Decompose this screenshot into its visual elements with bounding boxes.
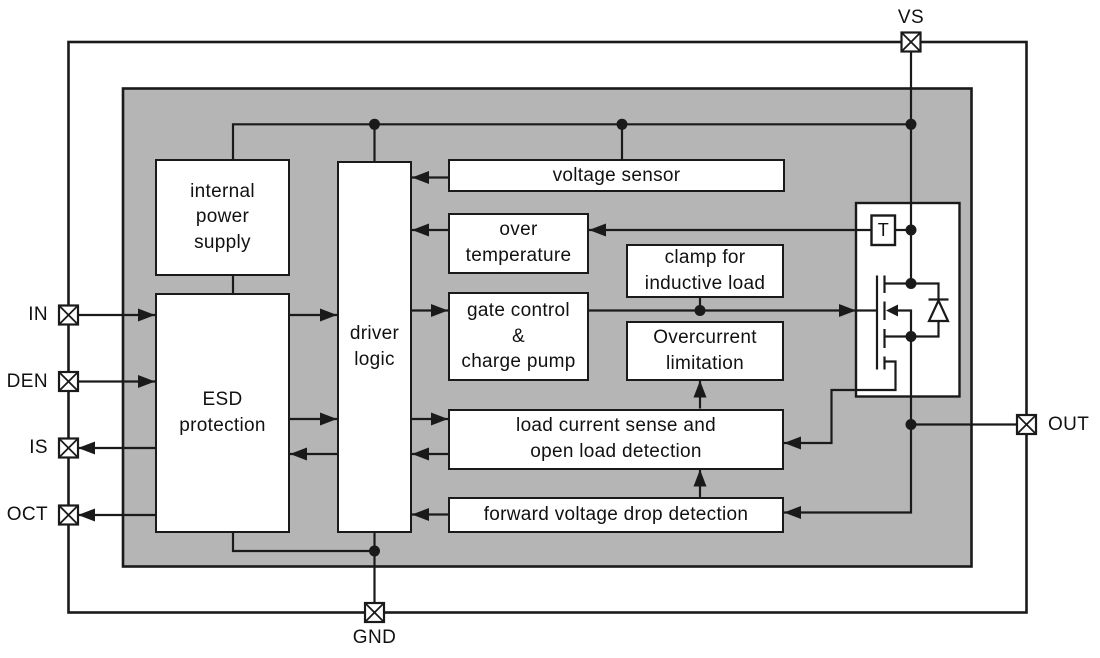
- chip-outline: [67, 40, 1028, 614]
- block-over-temperature: over temperature: [448, 212, 589, 274]
- temp-sensor-label: T: [877, 219, 889, 240]
- pin-label-oct: OCT: [6, 504, 48, 525]
- block-forward-voltage-drop: forward voltage drop detection: [448, 497, 784, 533]
- block-driver-logic: driver logic: [337, 160, 412, 533]
- pin-label-in: IN: [28, 304, 48, 325]
- pin-oct-symbol: [57, 504, 80, 526]
- block-gate-control-charge-pump: gate control & charge pump: [448, 292, 589, 381]
- pin-gnd-symbol: [363, 601, 386, 624]
- block-voltage-sensor: voltage sensor: [448, 159, 785, 192]
- pin-label-vs: VS: [897, 7, 925, 28]
- pin-label-den: DEN: [6, 370, 48, 392]
- arrowheads: [78, 171, 898, 522]
- block-internal-power-supply: internal power supply: [155, 159, 290, 276]
- pin-label-out: OUT: [1048, 413, 1090, 435]
- block-esd-protection: ESD protection: [155, 293, 290, 533]
- pin-label-gnd: GND: [352, 627, 397, 648]
- pin-label-is: IS: [29, 437, 48, 458]
- junction-dots: [369, 118, 917, 557]
- block-load-current-sense: load current sense and open load detecti…: [448, 408, 784, 470]
- power-mosfet-block: [854, 201, 961, 398]
- pin-den-symbol: [57, 370, 80, 393]
- block-overcurrent-limitation: Overcurrent limitation: [626, 320, 784, 381]
- pin-vs-symbol: [900, 31, 922, 53]
- pin-in-symbol: [57, 304, 80, 326]
- block-clamp-inductive-load: clamp for inductive load: [626, 244, 784, 298]
- body-diode-icon: [927, 297, 950, 323]
- pin-out-symbol: [1015, 413, 1038, 436]
- pin-is-symbol: [57, 437, 80, 459]
